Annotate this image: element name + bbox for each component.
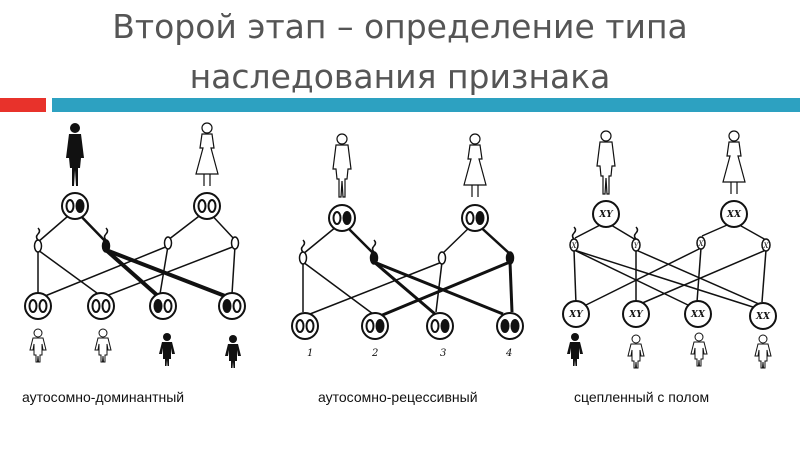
scheme3-offspring-cells	[562, 300, 777, 330]
slide-title: Второй этап – определение типа наследова…	[0, 2, 800, 102]
caption-autosomal-dominant: аутосомно-доминантный	[22, 389, 185, 405]
scheme1-parent-cells	[61, 192, 221, 220]
title-line-2: наследования признака	[189, 57, 611, 96]
offspring-genotype-4: XX	[755, 312, 771, 322]
offspring-label-4: 4	[505, 348, 512, 359]
offspring-label-2: 2	[371, 348, 378, 359]
scheme1-offspring-cells	[24, 292, 246, 320]
inheritance-diagram: 1 2 3 4 XY XX	[24, 122, 777, 369]
scheme3-lines	[573, 221, 769, 309]
scheme-autosomal-dominant	[24, 122, 246, 368]
offspring-label-3: 3	[440, 348, 446, 359]
scheme3-gametes	[569, 226, 771, 252]
parent-label-mother: XX	[726, 210, 742, 220]
scheme1-gametes	[33, 227, 240, 253]
sperm-icon	[571, 226, 577, 240]
sperm-icon	[371, 239, 377, 253]
accent-bar-blue	[52, 98, 800, 112]
offspring-genotype-1: XY	[568, 310, 584, 320]
gamete-label-4: X	[763, 242, 770, 250]
title-line-1: Второй этап – определение типа	[112, 7, 688, 46]
gamete-label-3: X	[698, 240, 705, 248]
sperm-icon	[103, 227, 109, 241]
scheme2-offspring-cells	[291, 312, 524, 340]
caption-sex-linked: сцепленный с полом	[574, 389, 710, 405]
offspring-label-1: 1	[307, 348, 313, 359]
scheme2-parent-cells	[328, 204, 489, 232]
parent-label-father: XY	[598, 210, 614, 220]
gamete-label-2: Y	[634, 242, 640, 250]
scheme-sex-linked: XY XX X Y X X XY XY XX XX	[562, 130, 777, 369]
scheme1-lines	[37, 209, 236, 298]
scheme3-parent-cells	[592, 200, 748, 228]
scheme2-gametes	[298, 239, 515, 265]
sperm-icon	[633, 226, 639, 240]
sperm-icon	[35, 227, 41, 241]
offspring-genotype-3: XX	[690, 310, 706, 320]
sperm-icon	[300, 239, 306, 253]
caption-autosomal-recessive: аутосомно-рецессивный	[318, 389, 478, 405]
offspring-genotype-2: XY	[628, 310, 644, 320]
scheme-autosomal-recessive: 1 2 3 4	[291, 133, 524, 359]
gamete-label-1: X	[571, 242, 578, 250]
scheme2-lines	[302, 221, 514, 318]
accent-bar-red	[0, 98, 46, 112]
